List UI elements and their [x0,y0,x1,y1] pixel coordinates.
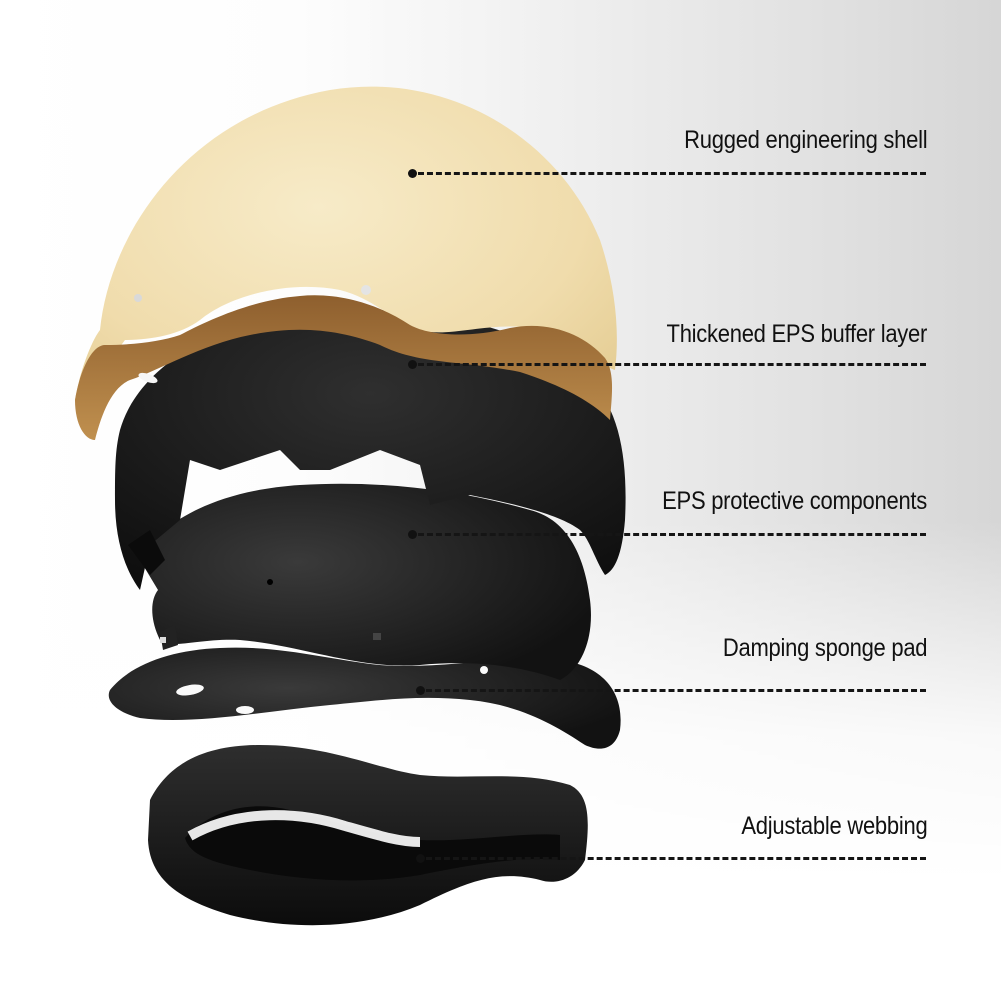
leader-line [418,172,926,175]
callout-shell: Rugged engineering shell [0,0,1001,178]
damping-pad-shape [108,647,621,749]
callout-webbing: Adjustable webbing [0,0,1001,863]
callout-damping-pad: Damping sponge pad [0,0,1001,695]
eps-components-shape [140,483,591,680]
callout-label: Damping sponge pad [722,634,928,662]
pointer-dot-icon [408,169,417,178]
leader-line [426,857,926,860]
callout-eps-components: EPS protective components [0,0,1001,539]
callout-label: Thickened EPS buffer layer [666,320,927,348]
eps-buffer-shape [115,309,626,590]
pointer-dot-icon [408,360,417,369]
leader-line [418,533,926,536]
webbing-strap-shape [148,745,588,926]
callout-label: Rugged engineering shell [683,126,927,154]
leader-line [426,689,926,692]
pointer-dot-icon [416,854,425,863]
callout-eps-buffer: Thickened EPS buffer layer [0,0,1001,369]
pointer-dot-icon [408,530,417,539]
callout-label: EPS protective components [662,487,927,515]
callout-label: Adjustable webbing [740,812,927,840]
leader-line [418,363,926,366]
pointer-dot-icon [416,686,425,695]
